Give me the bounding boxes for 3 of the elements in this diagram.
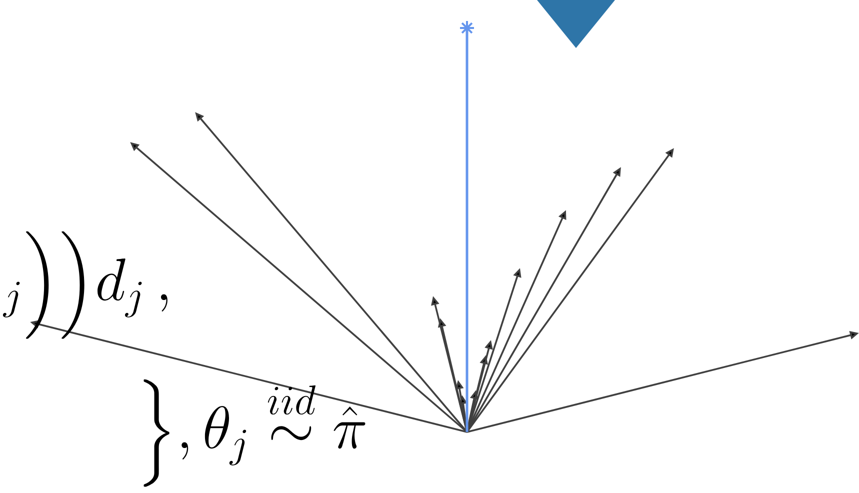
formula-text: ${}_j\Big)\Big)d_j\,,$ — [2, 231, 168, 339]
triangle-marker — [537, 0, 615, 48]
formula-text: $\Big\},\theta_j\overset{iid}{\sim}\hat{\pi}$ — [144, 379, 366, 487]
